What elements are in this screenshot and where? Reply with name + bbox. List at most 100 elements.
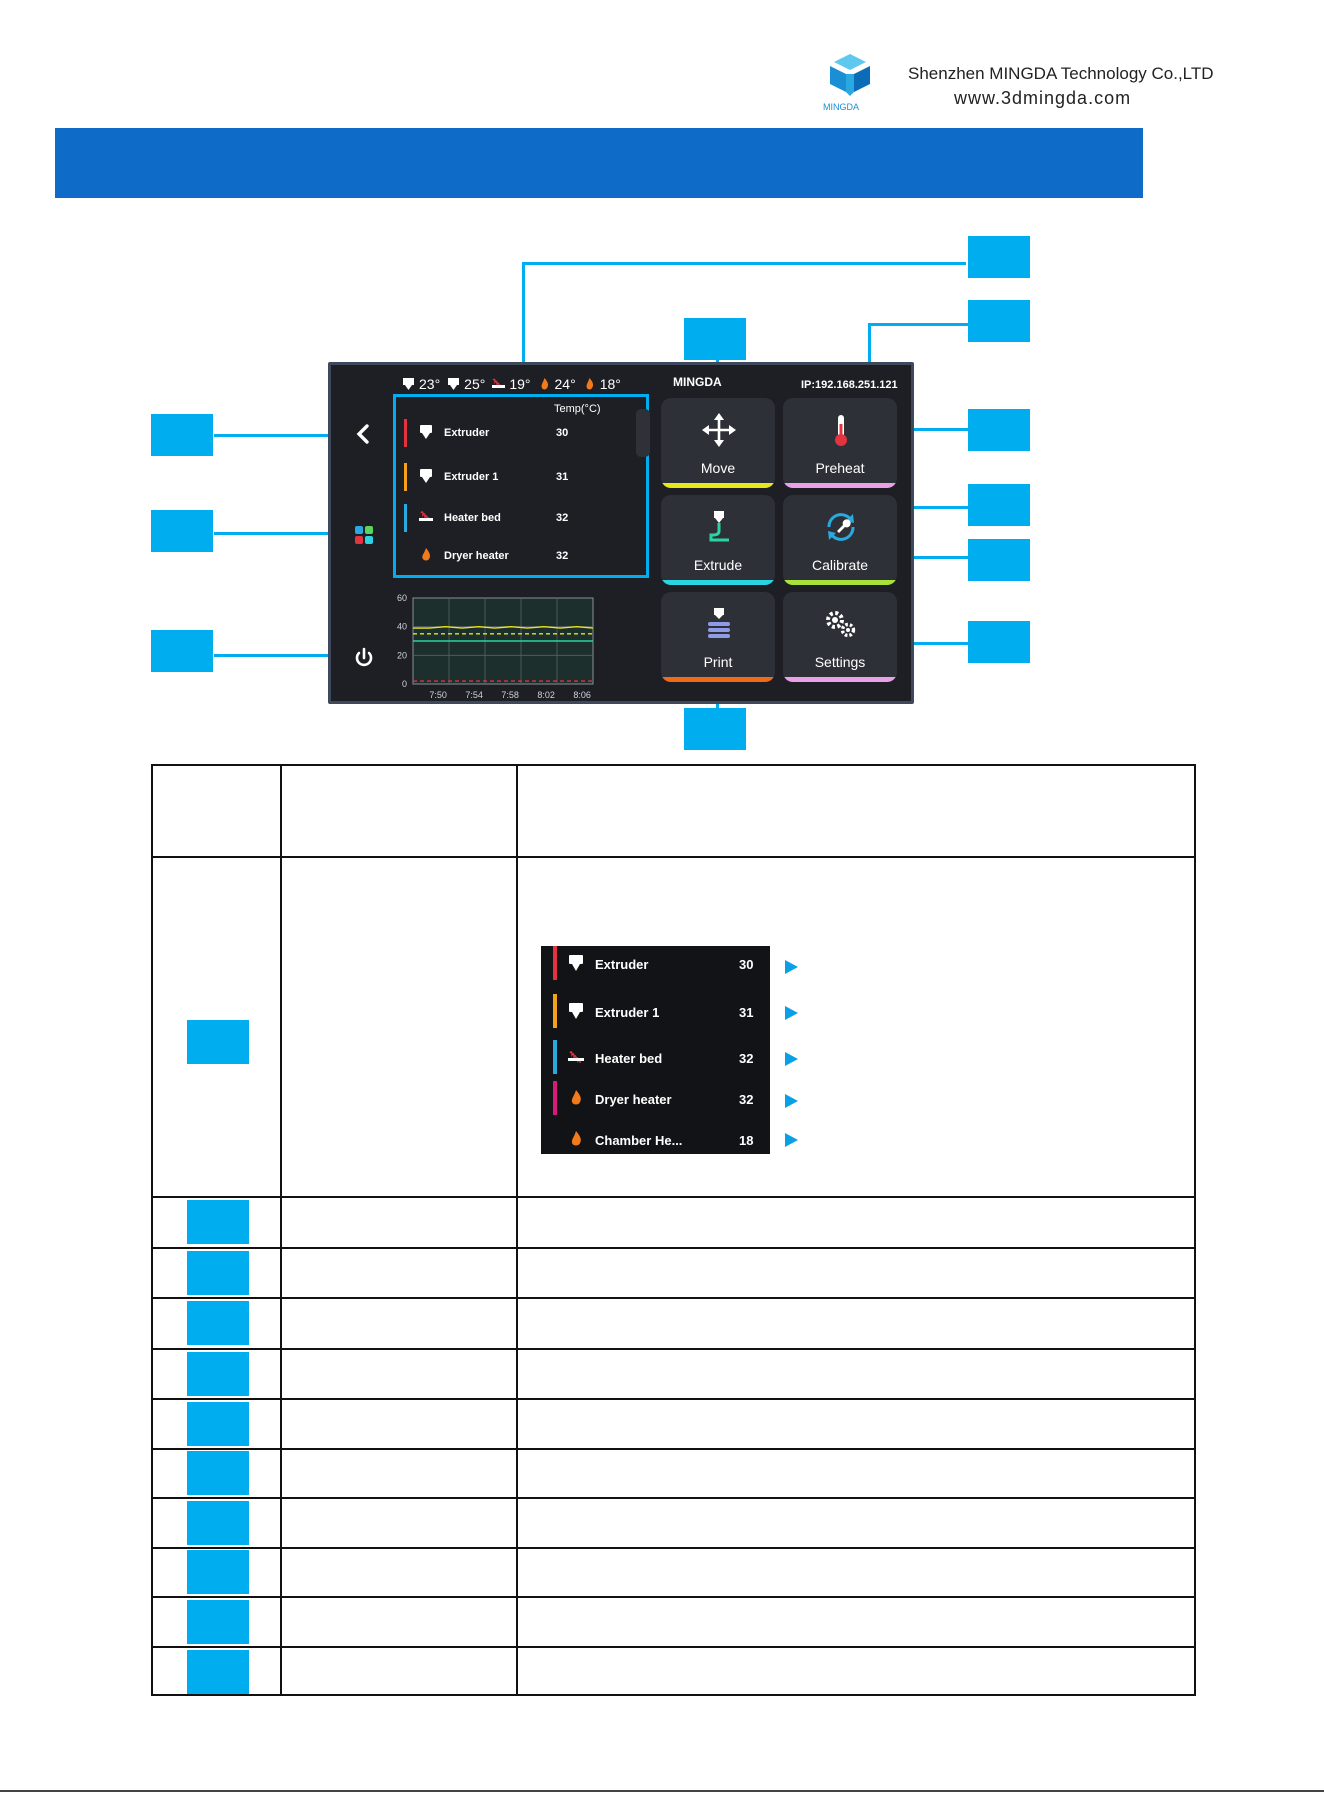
detail-row-extruder: Extruder 30 (553, 946, 763, 980)
callout-marker (968, 539, 1030, 581)
temp-row-dryer-heater[interactable]: Dryer heater 32 (404, 542, 624, 568)
table-number-marker (187, 1301, 249, 1345)
tile-accent (661, 580, 775, 585)
left-nav (331, 365, 391, 701)
callout-marker (684, 318, 746, 360)
extruder-icon (569, 955, 583, 971)
status-extruder-1: 25° (446, 376, 485, 392)
temp-row-extruder[interactable]: Extruder 30 (404, 419, 624, 447)
color-indicator (404, 419, 407, 447)
table-number-marker (187, 1200, 249, 1244)
color-indicator (553, 946, 557, 980)
heater-bed-icon (568, 1051, 584, 1064)
connector-line (522, 262, 966, 265)
connector-line (214, 434, 344, 437)
move-icon (702, 413, 736, 447)
power-icon[interactable] (353, 647, 375, 669)
color-indicator (553, 1081, 557, 1115)
table-number-marker (187, 1020, 249, 1064)
mingda-logo: MINGDA (823, 54, 870, 112)
company-name: Shenzhen MINGDA Technology Co.,LTD (908, 64, 1214, 83)
connector-line (214, 654, 346, 657)
y-tick-label: 40 (397, 622, 407, 632)
callout-marker (151, 630, 213, 672)
temp-row-heater-bed[interactable]: Heater bed 32 (404, 504, 624, 532)
tile-accent (783, 580, 897, 585)
extruder-icon (420, 469, 432, 483)
status-temperatures: 23° 25° 19° 24° 18° (401, 375, 621, 393)
connector-line (214, 532, 350, 535)
connector-line (866, 556, 970, 559)
x-tick-label: 7:50 (429, 690, 447, 700)
footer-line (0, 1790, 1324, 1792)
table-divider (153, 856, 1194, 858)
table-number-marker (187, 1600, 249, 1644)
extrude-icon (709, 511, 729, 542)
table-number-marker (187, 1402, 249, 1446)
preheat-button[interactable]: Preheat (783, 398, 897, 488)
table-number-marker (187, 1352, 249, 1396)
callout-marker (968, 409, 1030, 451)
temperature-list-detail: Extruder 30 Extruder 1 31 Heater bed 32 … (541, 946, 770, 1154)
callout-marker (968, 236, 1030, 278)
color-indicator (553, 994, 557, 1028)
status-dryer: 24° (537, 376, 576, 392)
pointer-arrow (785, 960, 798, 974)
extruder-icon (420, 425, 432, 439)
settings-button[interactable]: Settings (783, 592, 897, 682)
calibrate-icon (827, 513, 855, 541)
back-icon[interactable] (353, 423, 375, 445)
print-button[interactable]: Print (661, 592, 775, 682)
x-tick-label: 8:02 (537, 690, 555, 700)
table-number-marker (187, 1501, 249, 1545)
connector-line (866, 428, 970, 431)
table-number-marker (187, 1550, 249, 1594)
heater-bed-icon (492, 378, 506, 389)
tile-accent (783, 483, 897, 488)
pointer-arrow (785, 1006, 798, 1020)
apps-icon[interactable] (353, 524, 375, 546)
flame-icon (422, 548, 430, 561)
y-tick-label: 0 (402, 679, 407, 689)
color-indicator (404, 504, 407, 532)
connector-line (868, 323, 968, 326)
reference-table: Extruder 30 Extruder 1 31 Heater bed 32 … (151, 764, 1196, 1696)
status-heater-bed: 19° (491, 376, 531, 392)
temp-row-extruder-1[interactable]: Extruder 1 31 (404, 463, 624, 491)
callout-marker (684, 708, 746, 750)
heater-bed-icon (419, 511, 433, 522)
scrollbar-thumb[interactable] (636, 409, 650, 457)
color-indicator (404, 463, 407, 491)
table-divider (153, 1497, 1194, 1499)
table-divider (280, 766, 282, 1694)
table-number-marker (187, 1251, 249, 1295)
tile-accent (783, 677, 897, 682)
callout-marker (968, 621, 1030, 663)
extruder-icon (569, 1003, 583, 1019)
move-button[interactable]: Move (661, 398, 775, 488)
flame-icon (571, 1090, 581, 1105)
connector-line (868, 323, 871, 373)
table-divider (153, 1247, 1194, 1249)
calibrate-button[interactable]: Calibrate (783, 495, 897, 585)
svg-text:MINGDA: MINGDA (823, 102, 859, 112)
flame-icon (541, 378, 548, 390)
table-divider (153, 1297, 1194, 1299)
table-divider (153, 1596, 1194, 1598)
x-tick-label: 8:06 (573, 690, 591, 700)
extrude-button[interactable]: Extrude (661, 495, 775, 585)
table-divider (153, 1547, 1194, 1549)
temperature-panel[interactable]: Temp(°C) Extruder 30 Extruder 1 31 Heate… (393, 394, 650, 578)
gear-icon (826, 611, 856, 638)
print-icon (708, 608, 730, 638)
detail-row-heater-bed: Heater bed 32 (553, 1040, 763, 1074)
callout-marker (968, 300, 1030, 342)
table-divider (153, 1348, 1194, 1350)
callout-marker (151, 414, 213, 456)
detail-row-chamber-heater: Chamber He... 18 (553, 1122, 763, 1156)
callout-marker (151, 510, 213, 552)
detail-row-dryer-heater: Dryer heater 32 (553, 1081, 763, 1115)
table-divider (153, 1448, 1194, 1450)
extruder-icon (403, 378, 414, 390)
